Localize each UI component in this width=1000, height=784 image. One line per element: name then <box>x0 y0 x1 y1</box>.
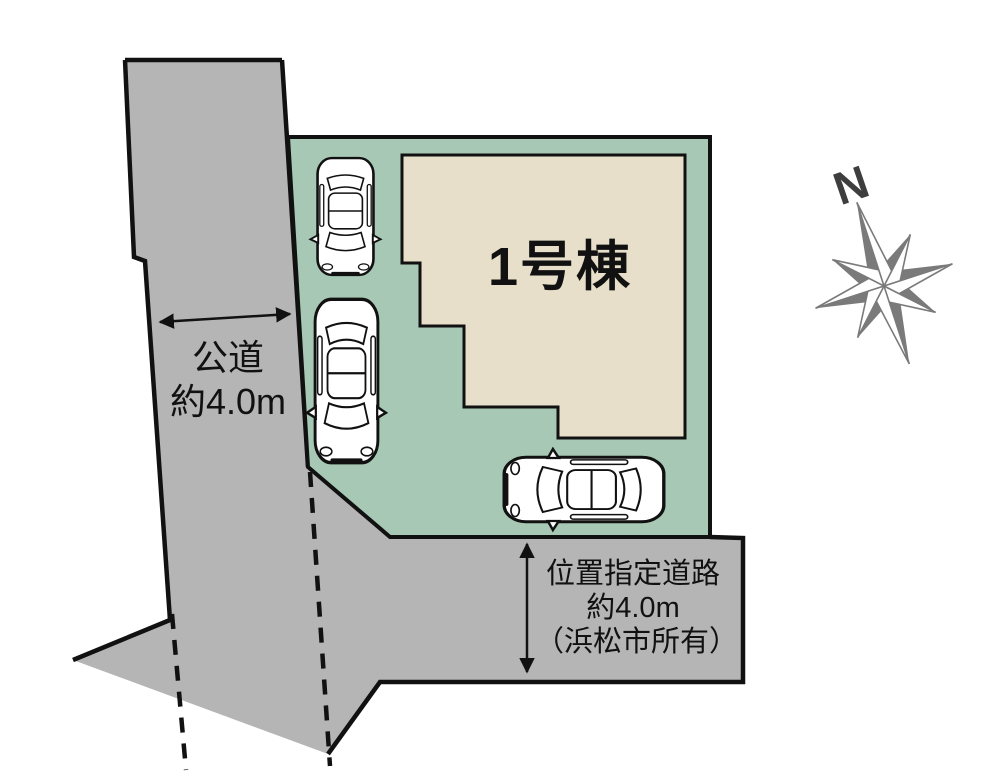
building-footprint <box>400 153 687 440</box>
car-bottom-icon <box>502 447 666 532</box>
compass-light-points <box>815 201 953 365</box>
public-road-name: 公道 <box>191 337 264 378</box>
car-top-icon <box>309 156 382 277</box>
designated-road-name: 位置指定道路 <box>545 558 720 590</box>
public-road-label: 公道 約4.0m <box>128 336 328 424</box>
building-label: 1号棟 <box>487 237 633 297</box>
road-outline <box>72 57 746 756</box>
road-surface <box>73 60 743 754</box>
public-road-width: 約4.0m <box>169 381 287 422</box>
designated-road-width: 約4.0m <box>586 592 680 624</box>
designated-road-owner: （浜松市所有） <box>535 626 739 658</box>
road-dashed-right-line <box>307 471 333 767</box>
compass-rose-icon <box>815 201 953 365</box>
designated-road-label: 位置指定道路 約4.0m （浜松市所有） <box>535 557 739 659</box>
road-width-arrow <box>158 307 292 329</box>
road-dashed-left-line <box>169 613 189 771</box>
